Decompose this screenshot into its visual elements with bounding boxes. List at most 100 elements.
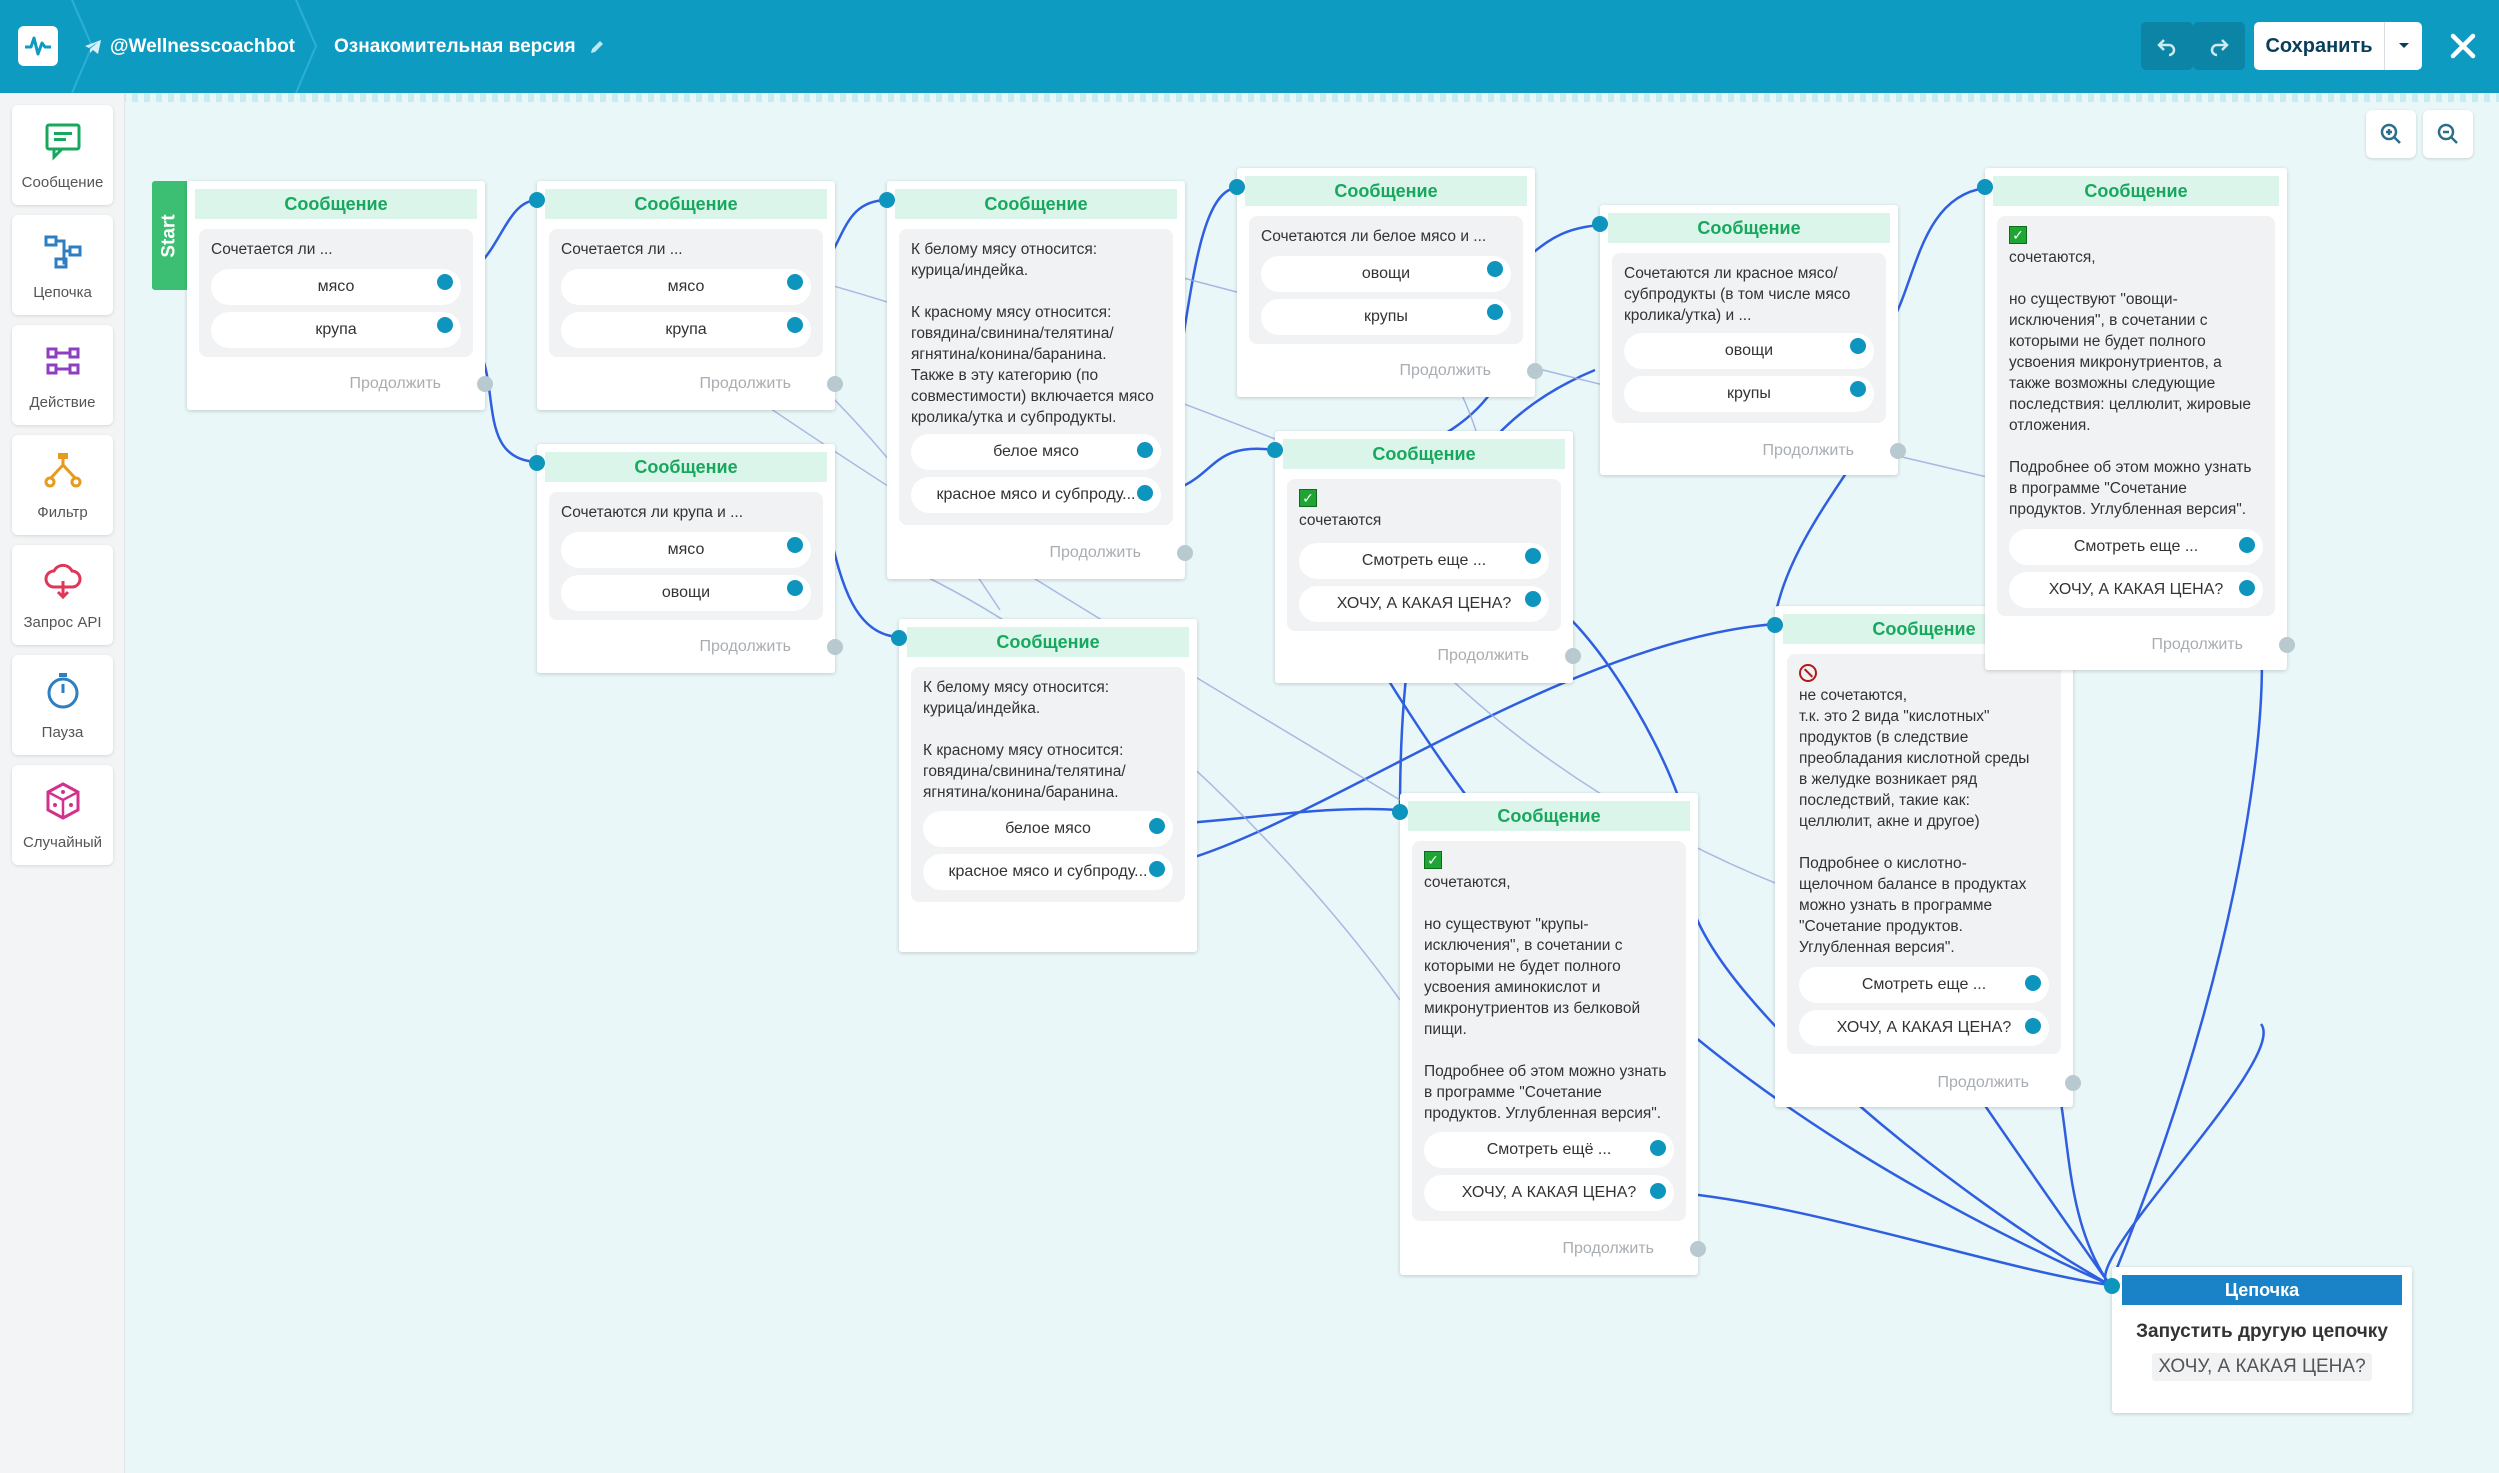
output-port[interactable]	[2239, 580, 2255, 596]
option-button[interactable]: Смотреть еще ...	[1299, 543, 1549, 579]
option-button[interactable]: белое мясо	[923, 811, 1173, 847]
zoom-out-button[interactable]	[2423, 110, 2473, 158]
message-node[interactable]: Сообщение Сочетаются ли красное мясо/ су…	[1592, 205, 1906, 475]
output-port[interactable]	[1650, 1140, 1666, 1156]
option-button[interactable]: Смотреть еще ...	[1799, 967, 2049, 1003]
app-logo-icon[interactable]	[18, 26, 58, 66]
continue-port[interactable]	[2065, 1075, 2081, 1091]
continue-port[interactable]	[477, 376, 493, 392]
option-button[interactable]: мясо	[561, 532, 811, 568]
continue-port[interactable]	[827, 639, 843, 655]
output-port[interactable]	[2025, 975, 2041, 991]
continue-port[interactable]	[1690, 1241, 1706, 1257]
breadcrumb-version[interactable]: Ознакомительная версия	[334, 0, 606, 93]
save-button[interactable]: Сохранить	[2254, 22, 2384, 70]
output-port[interactable]	[787, 317, 803, 333]
output-port[interactable]	[787, 580, 803, 596]
sidebar-item-api-request[interactable]: Запрос API	[12, 545, 113, 645]
output-port[interactable]	[1850, 381, 1866, 397]
output-port[interactable]	[1487, 304, 1503, 320]
output-port[interactable]	[1525, 548, 1541, 564]
option-button[interactable]: крупы	[1261, 299, 1511, 335]
input-port[interactable]	[529, 192, 545, 208]
zoom-in-button[interactable]	[2366, 110, 2416, 158]
output-port[interactable]	[1149, 818, 1165, 834]
sidebar-item-message[interactable]: Сообщение	[12, 105, 113, 205]
message-node[interactable]: Сообщение Сочетаются ли белое мясо и ...…	[1229, 168, 1543, 397]
sidebar-item-label: Случайный	[22, 834, 103, 851]
input-port[interactable]	[2104, 1278, 2120, 1294]
option-button[interactable]: красное мясо и субпроду...	[923, 854, 1173, 890]
input-port[interactable]	[1592, 216, 1608, 232]
message-node[interactable]: Сообщение Сочетается ли ... мясо крупа П…	[187, 181, 493, 410]
input-port[interactable]	[529, 455, 545, 471]
output-port[interactable]	[2239, 537, 2255, 553]
option-button[interactable]: овощи	[1624, 333, 1874, 369]
input-port[interactable]	[879, 192, 895, 208]
message-node[interactable]: Сообщение К белому мясу относится: куриц…	[879, 181, 1193, 579]
output-port[interactable]	[2025, 1018, 2041, 1034]
undo-button[interactable]	[2141, 22, 2193, 70]
option-button[interactable]: ХОЧУ, А КАКАЯ ЦЕНА?	[1799, 1010, 2049, 1046]
node-title: Цепочка	[2122, 1275, 2402, 1305]
chain-target[interactable]: ХОЧУ, А КАКАЯ ЦЕНА?	[2152, 1353, 2372, 1381]
option-button[interactable]: мясо	[211, 269, 461, 305]
message-node[interactable]: Сообщение К белому мясу относится: куриц…	[891, 619, 1197, 952]
option-button[interactable]: овощи	[561, 575, 811, 611]
output-port[interactable]	[437, 274, 453, 290]
option-button[interactable]: овощи	[1261, 256, 1511, 292]
continue-port[interactable]	[1890, 443, 1906, 459]
continue-port[interactable]	[1177, 545, 1193, 561]
continue-port[interactable]	[827, 376, 843, 392]
input-port[interactable]	[891, 630, 907, 646]
close-button[interactable]	[2443, 24, 2483, 68]
input-port[interactable]	[1977, 179, 1993, 195]
input-port[interactable]	[1267, 442, 1283, 458]
node-title: Сообщение	[1283, 439, 1565, 469]
option-button[interactable]: крупы	[1624, 376, 1874, 412]
option-button[interactable]: Смотреть ещё ...	[1424, 1132, 1674, 1168]
redo-button[interactable]	[2193, 22, 2245, 70]
option-button[interactable]: ХОЧУ, А КАКАЯ ЦЕНА?	[1424, 1175, 1674, 1211]
option-button[interactable]: крупа	[211, 312, 461, 348]
input-port[interactable]	[1229, 179, 1245, 195]
option-button[interactable]: мясо	[561, 269, 811, 305]
message-node[interactable]: Сообщение ✓ сочетаются, но существуют "к…	[1392, 793, 1706, 1275]
message-node[interactable]: Сообщение не сочетаются, т.к. это 2 вида…	[1767, 606, 2081, 1107]
message-text: сочетаются, но существуют "овощи- исключ…	[2009, 249, 2252, 518]
output-port[interactable]	[437, 317, 453, 333]
option-button[interactable]: белое мясо	[911, 434, 1161, 470]
continue-port[interactable]	[2279, 637, 2295, 653]
sidebar-item-pause[interactable]: Пауза	[12, 655, 113, 755]
pencil-icon[interactable]	[588, 38, 606, 56]
option-button[interactable]: ХОЧУ, А КАКАЯ ЦЕНА?	[2009, 572, 2263, 608]
message-node[interactable]: Сообщение ✓ сочетаются Смотреть еще ... …	[1267, 431, 1581, 683]
output-port[interactable]	[1525, 591, 1541, 607]
breadcrumb-bot[interactable]: @Wellnesscoachbot	[84, 0, 295, 93]
input-port[interactable]	[1767, 617, 1783, 633]
message-node[interactable]: Сообщение Сочетается ли ... мясо крупа П…	[529, 181, 843, 410]
continue-port[interactable]	[1527, 363, 1543, 379]
sidebar-item-filter[interactable]: Фильтр	[12, 435, 113, 535]
save-dropdown-button[interactable]	[2384, 22, 2422, 70]
option-button[interactable]: ХОЧУ, А КАКАЯ ЦЕНА?	[1299, 586, 1549, 622]
output-port[interactable]	[787, 274, 803, 290]
sidebar-item-chain[interactable]: Цепочка	[12, 215, 113, 315]
sidebar-item-action[interactable]: Действие	[12, 325, 113, 425]
output-port[interactable]	[787, 537, 803, 553]
output-port[interactable]	[1137, 485, 1153, 501]
output-port[interactable]	[1149, 861, 1165, 877]
continue-port[interactable]	[1565, 648, 1581, 664]
option-button[interactable]: красное мясо и субпроду...	[911, 477, 1161, 513]
chain-node[interactable]: Цепочка Запустить другую цепочку ХОЧУ, А…	[2104, 1267, 2412, 1413]
output-port[interactable]	[1850, 338, 1866, 354]
option-button[interactable]: крупа	[561, 312, 811, 348]
option-button[interactable]: Смотреть еще ...	[2009, 529, 2263, 565]
output-port[interactable]	[1487, 261, 1503, 277]
output-port[interactable]	[1650, 1183, 1666, 1199]
input-port[interactable]	[1392, 804, 1408, 820]
message-node[interactable]: Сообщение Сочетаются ли крупа и ... мясо…	[529, 444, 843, 673]
message-node[interactable]: Сообщение ✓ сочетаются, но существуют "о…	[1977, 168, 2295, 670]
output-port[interactable]	[1137, 442, 1153, 458]
sidebar-item-random[interactable]: Случайный	[12, 765, 113, 865]
